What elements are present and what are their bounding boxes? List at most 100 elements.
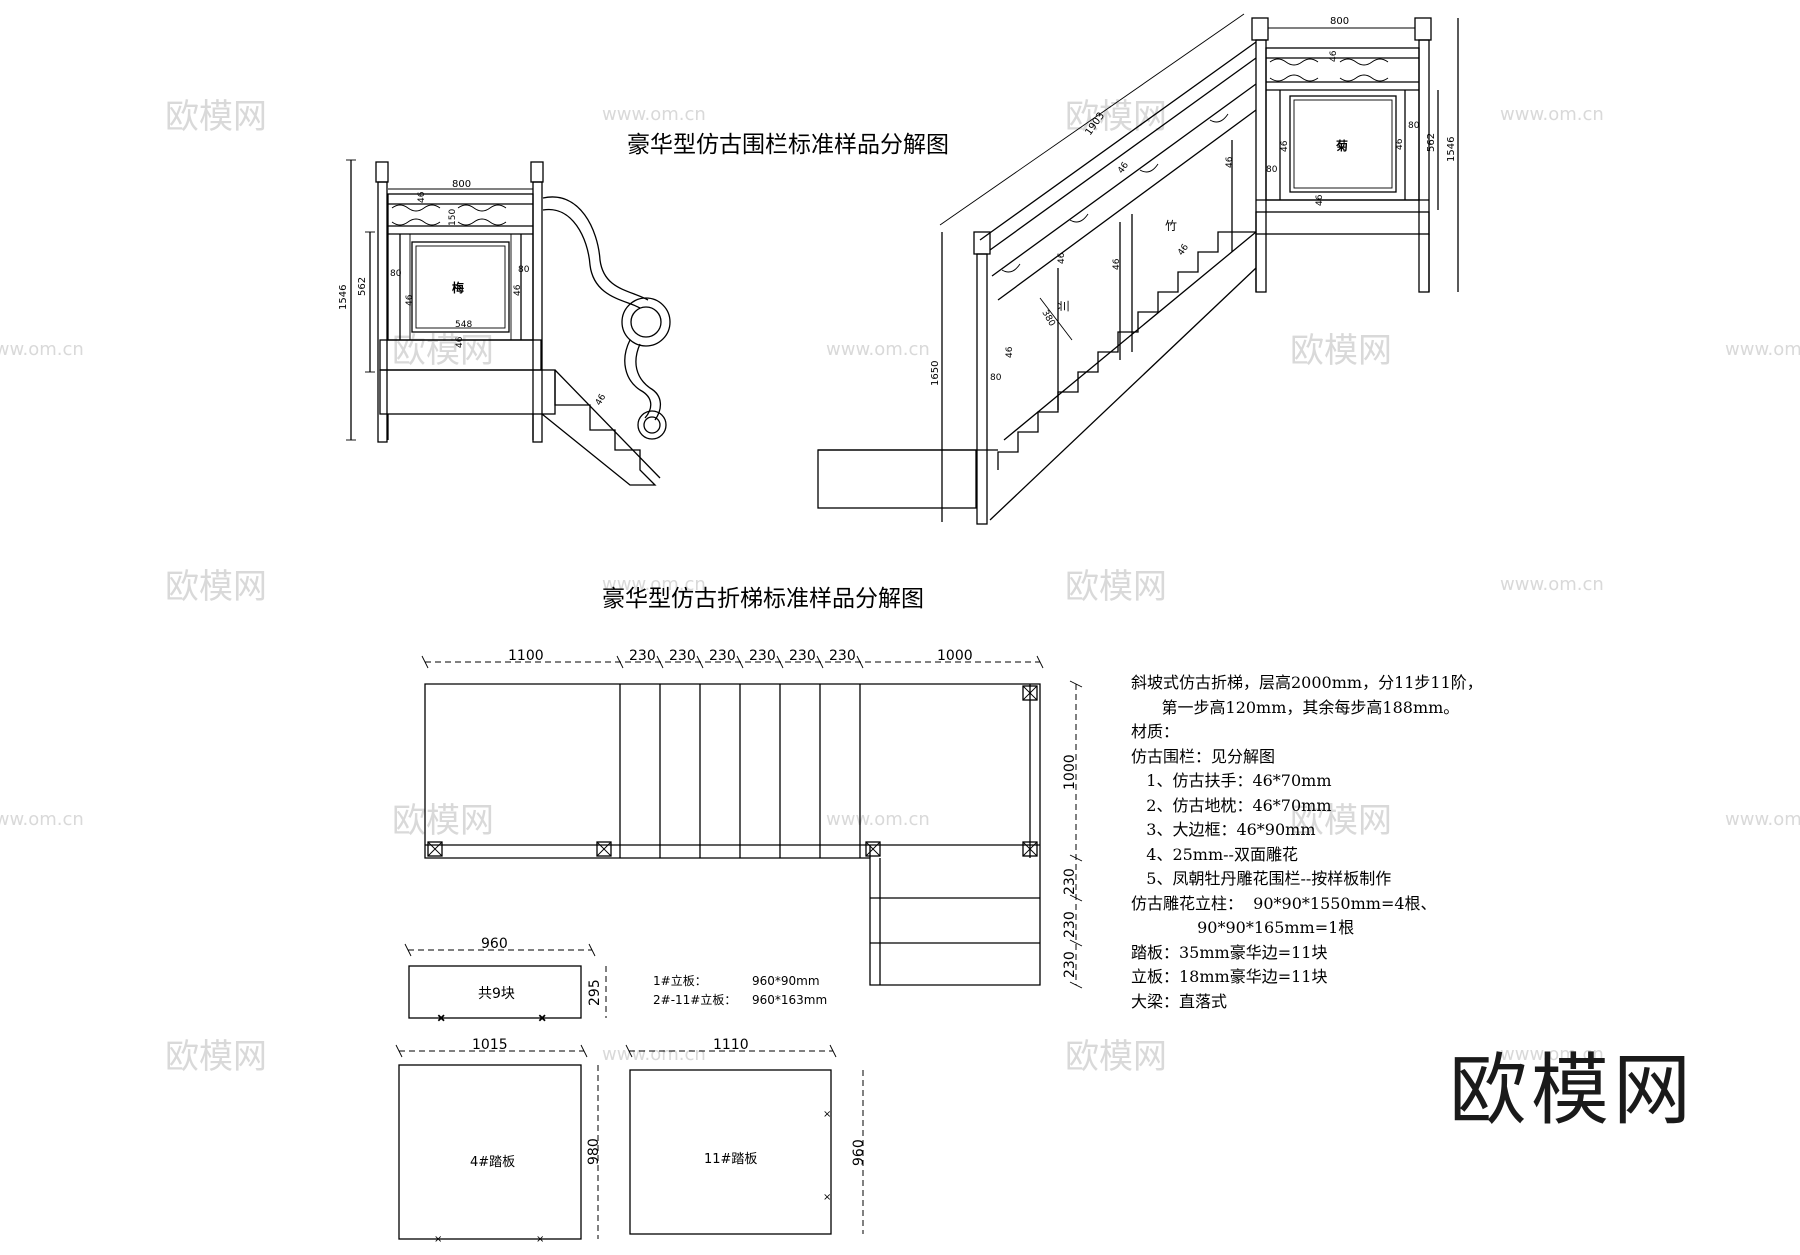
watermark-logo: 欧模网 bbox=[1065, 567, 1167, 607]
note-line: 4、25mm--双面雕花 bbox=[1131, 844, 1298, 864]
watermark-url: www.om.cn bbox=[602, 574, 706, 595]
dim-right-230: 230 bbox=[1062, 868, 1078, 895]
label-46: 46 bbox=[1329, 50, 1339, 62]
label-46: 46 bbox=[1395, 138, 1405, 150]
dim-width: 800 bbox=[1330, 16, 1349, 27]
dim-1000: 1000 bbox=[937, 648, 973, 664]
watermark-url: www.om.cn bbox=[0, 339, 84, 360]
dim-230: 230 bbox=[829, 648, 856, 664]
board-details: 960 共9块 × × 295 1#立板： 960*90mm 2#-11#立板：… bbox=[395, 936, 867, 1245]
watermark-url: www.om.cn bbox=[1500, 574, 1604, 595]
dim-230: 230 bbox=[789, 648, 816, 664]
panel-char-lan: 兰 bbox=[1057, 300, 1071, 312]
watermark-logo: 欧模网 bbox=[392, 331, 494, 371]
right-railing-elevation: 800 1546 562 46 菊 46 46 80 80 46 bbox=[817, 13, 1459, 525]
watermark-url: www.om.cn bbox=[826, 809, 930, 830]
dim-230: 230 bbox=[629, 648, 656, 664]
dim-right-230: 230 bbox=[1062, 911, 1078, 938]
b1-label: 共9块 bbox=[478, 986, 515, 1002]
dim-right-1000: 1000 bbox=[1062, 754, 1078, 790]
note-line: 90*90*165mm=1根 bbox=[1131, 918, 1355, 937]
label-80: 80 bbox=[518, 265, 530, 275]
dim-total-height: 1546 bbox=[338, 285, 349, 310]
dim-low-height: 1650 bbox=[930, 361, 941, 386]
panel-char-zhu: 竹 bbox=[1165, 219, 1177, 233]
svg-text:×: × bbox=[434, 1234, 442, 1245]
label-46: 46 bbox=[1005, 346, 1015, 358]
watermark-logo: 欧模网 bbox=[1290, 331, 1392, 371]
watermark-url: www.om.cn bbox=[0, 809, 84, 830]
b1-height: 295 bbox=[587, 979, 603, 1006]
riser1-label: 1#立板： bbox=[653, 973, 707, 988]
riser2-label: 2#-11#立板： bbox=[653, 992, 736, 1007]
note-line: 斜坡式仿古折梯，层高2000mm，分11步11阶， bbox=[1131, 673, 1483, 692]
label-80: 80 bbox=[990, 373, 1002, 383]
left-railing-elevation: 1546 562 800 46 150 梅 80 80 46 46 bbox=[338, 159, 671, 486]
watermark-logo: 欧模网 bbox=[392, 801, 494, 841]
watermark-logo: 欧模网 bbox=[165, 1037, 267, 1077]
spec-notes: 斜坡式仿古折梯，层高2000mm，分11步11阶， 第一步高120mm，其余每步… bbox=[1131, 671, 1483, 1014]
b11-label: 11#踏板 bbox=[704, 1152, 757, 1167]
label-46: 46 bbox=[513, 284, 523, 296]
dim-width: 800 bbox=[452, 179, 471, 190]
note-line: 踏板：35mm豪华边=11块 bbox=[1131, 942, 1328, 962]
stair-title: 豪华型仿古折梯标准样品分解图 bbox=[602, 586, 924, 612]
label-46: 46 bbox=[1112, 258, 1122, 270]
dim-panel-height: 562 bbox=[1426, 133, 1437, 152]
railing-title: 豪华型仿古围栏标准样品分解图 bbox=[627, 132, 949, 158]
watermark-url: www.om.cn bbox=[602, 1044, 706, 1065]
label-80: 80 bbox=[1266, 165, 1278, 175]
watermark-logo: 欧模网 bbox=[1065, 97, 1167, 137]
watermark-logo: 欧模网 bbox=[1065, 1037, 1167, 1077]
note-line: 材质： bbox=[1131, 722, 1180, 741]
riser2-size: 960*163mm bbox=[752, 993, 827, 1007]
watermark-url: www.om.cn bbox=[1500, 104, 1604, 125]
watermark-layer: 欧模网 欧模网 www.om.cn www.om.cn www.om.cn 欧模… bbox=[0, 97, 1800, 1077]
brand-logo: 欧模网 bbox=[1448, 1046, 1695, 1136]
label-80: 80 bbox=[390, 269, 402, 279]
dim-total-height: 1546 bbox=[1446, 137, 1457, 162]
watermark-logo: 欧模网 bbox=[165, 567, 267, 607]
label-46: 46 bbox=[405, 294, 415, 306]
panel-char-ju: 菊 bbox=[1335, 138, 1348, 153]
svg-text:×: × bbox=[437, 1013, 445, 1024]
dim-230: 230 bbox=[709, 648, 736, 664]
label-150: 150 bbox=[448, 209, 458, 226]
b4-height: 980 bbox=[586, 1138, 602, 1165]
label-380: 380 bbox=[1039, 309, 1056, 329]
b4-label: 4#踏板 bbox=[470, 1155, 515, 1170]
b4-width: 1015 bbox=[472, 1037, 508, 1053]
post-marker bbox=[427, 685, 1038, 857]
b1-width: 960 bbox=[481, 936, 508, 952]
label-548: 548 bbox=[455, 320, 472, 330]
note-line: 第一步高120mm，其余每步高188mm。 bbox=[1131, 697, 1460, 717]
dim-230: 230 bbox=[749, 648, 776, 664]
label-46: 46 bbox=[1057, 252, 1067, 264]
watermark-logo: 欧模网 bbox=[165, 97, 267, 137]
svg-text:×: × bbox=[823, 1192, 831, 1203]
note-line: 立板：18mm豪华边=11块 bbox=[1131, 967, 1328, 986]
watermark-url: www.om.cn bbox=[826, 339, 930, 360]
note-line: 大梁：直落式 bbox=[1131, 991, 1228, 1011]
svg-text:×: × bbox=[823, 1109, 831, 1120]
watermark-url: www.om.cn bbox=[602, 104, 706, 125]
dim-230: 230 bbox=[669, 648, 696, 664]
svg-text:×: × bbox=[538, 1013, 546, 1024]
label-46: 46 bbox=[1280, 140, 1290, 152]
dim-1100: 1100 bbox=[508, 648, 544, 664]
stair-plan: 1100 230 230 230 230 230 230 1000 bbox=[421, 648, 1083, 989]
watermark-url: www.om.cn bbox=[1725, 809, 1800, 830]
note-line: 2、仿古地枕：46*70mm bbox=[1131, 795, 1332, 815]
note-line: 5、凤朝牡丹雕花围栏--按样板制作 bbox=[1131, 869, 1392, 888]
label-46: 46 bbox=[417, 191, 427, 203]
watermark-logo: 欧模网 bbox=[1290, 801, 1392, 841]
dim-panel-height: 562 bbox=[357, 277, 368, 296]
note-line: 3、大边框：46*90mm bbox=[1131, 820, 1316, 839]
label-46: 46 bbox=[594, 392, 609, 407]
label-46: 46 bbox=[455, 336, 465, 348]
panel-char: 梅 bbox=[452, 280, 464, 295]
b11-height: 960 bbox=[851, 1139, 867, 1166]
label-46: 46 bbox=[1225, 156, 1235, 168]
note-line: 仿古雕花立柱： 90*90*1550mm=4根、 bbox=[1131, 893, 1437, 913]
